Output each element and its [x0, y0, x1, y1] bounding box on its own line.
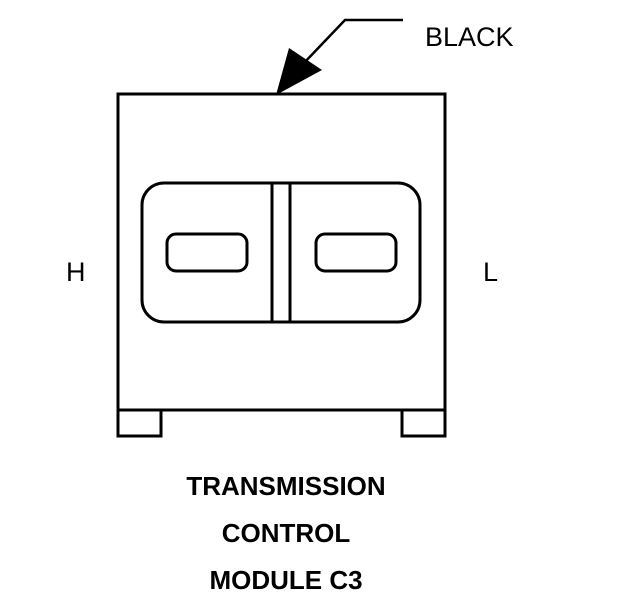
pin-label-right: L	[483, 257, 499, 287]
pin-label-left: H	[66, 257, 86, 287]
caption-line-2: CONTROL	[221, 518, 351, 548]
callout-label: BLACK	[425, 22, 514, 52]
terminal-l	[314, 232, 398, 273]
caption-line-1: TRANSMISSION	[186, 471, 386, 501]
connector-foot-left	[116, 408, 163, 438]
caption-line-3: MODULE C3	[209, 565, 363, 595]
connector-foot-right	[400, 408, 447, 438]
callout-arrowhead	[276, 48, 322, 95]
terminal-h	[165, 232, 249, 273]
terminal-cavity	[140, 181, 422, 324]
callout-leader-line	[302, 18, 403, 65]
